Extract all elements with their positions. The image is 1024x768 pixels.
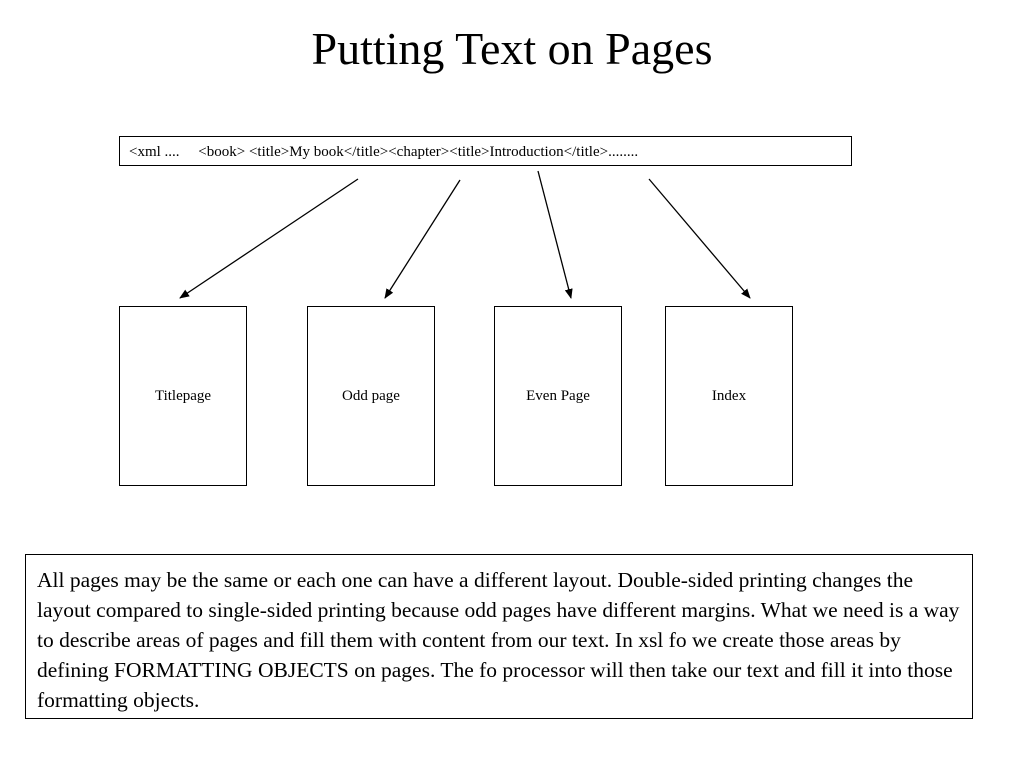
page-label-titlepage: Titlepage bbox=[154, 387, 212, 404]
page-box-odd-page: Odd page bbox=[307, 306, 435, 486]
slide-title: Putting Text on Pages bbox=[311, 23, 713, 74]
page-label-odd-page: Odd page bbox=[342, 387, 400, 404]
arrow-to-odd-page bbox=[384, 179, 461, 299]
page-box-even-page: Even Page bbox=[494, 306, 622, 486]
page-label-even-page: Even Page bbox=[526, 387, 590, 404]
page-box-titlepage: Titlepage bbox=[119, 306, 247, 486]
page-label-index: Index bbox=[711, 387, 747, 404]
xml-source-box: <xml .... <book> <title>My book</title><… bbox=[119, 136, 852, 166]
page-box-index: Index bbox=[665, 306, 793, 486]
arrow-to-index bbox=[648, 178, 751, 299]
arrow-to-titlepage bbox=[179, 178, 359, 299]
arrow-to-even-page bbox=[537, 170, 573, 299]
explanation-text-box: All pages may be the same or each one ca… bbox=[25, 554, 973, 719]
